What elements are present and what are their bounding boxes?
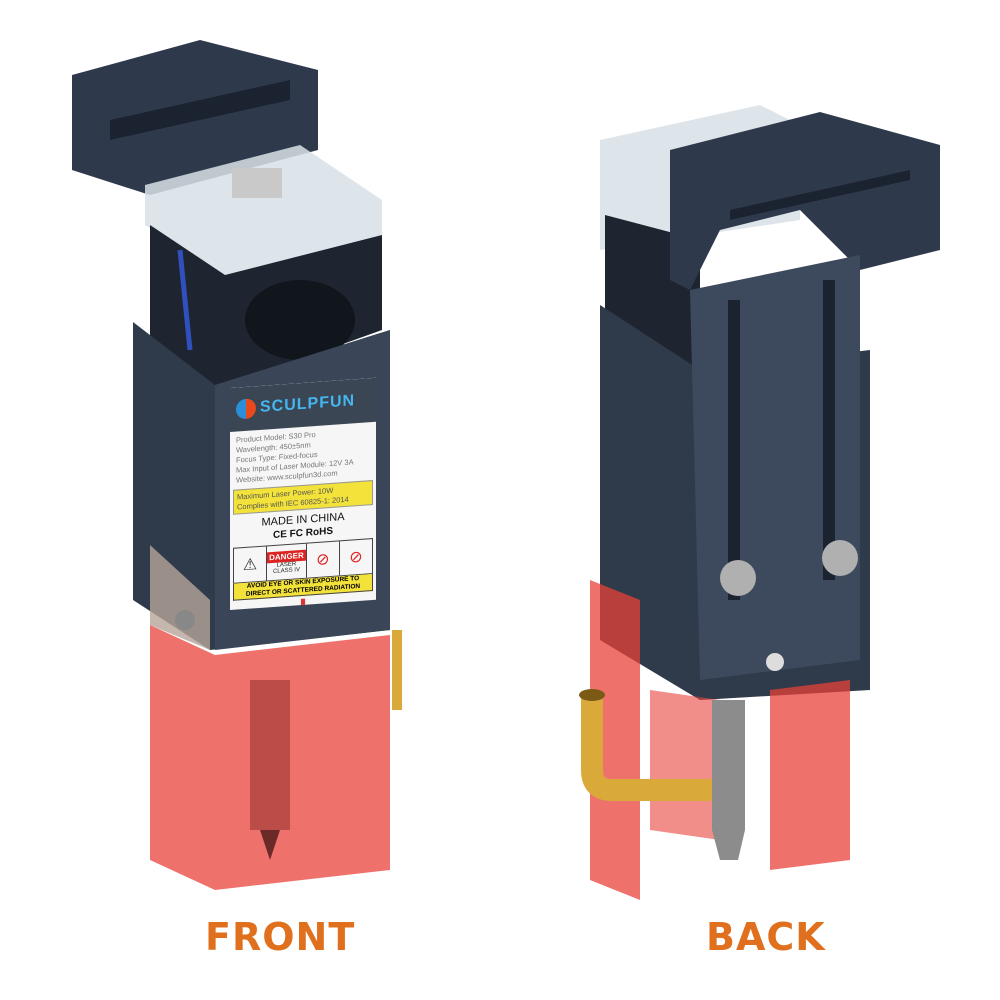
back-air-tube (581, 695, 712, 801)
back-module (579, 105, 940, 900)
no-eye-exposure-icon: ⊘ (306, 541, 340, 578)
back-caption: BACK (706, 915, 826, 959)
front-thumb-screw (175, 610, 195, 630)
spec-list: Product Model: S30 Pro Wavelength: 450±5… (230, 422, 376, 486)
front-pcb-cover (145, 145, 382, 275)
back-laser-shield (590, 580, 850, 900)
laser-class: LASER CLASS IV (272, 560, 300, 575)
front-bracket-plate (150, 545, 210, 650)
product-label: SCULPFUN Product Model: S30 Pro Waveleng… (230, 377, 376, 610)
back-thumb-screw-left (720, 560, 756, 596)
brand-name: SCULPFUN (260, 392, 356, 416)
front-air-tube (392, 630, 402, 710)
back-screw (766, 653, 784, 671)
danger-cell: DANGER LASER CLASS IV (267, 543, 307, 581)
laser-hazard-icon: ⚠ (234, 546, 268, 583)
no-skin-exposure-icon: ⊘ (349, 548, 363, 567)
back-thumb-screw-right (822, 540, 858, 576)
back-nozzle (712, 700, 745, 860)
front-caption: FRONT (205, 915, 356, 959)
sculpfun-logo-icon (236, 398, 256, 420)
